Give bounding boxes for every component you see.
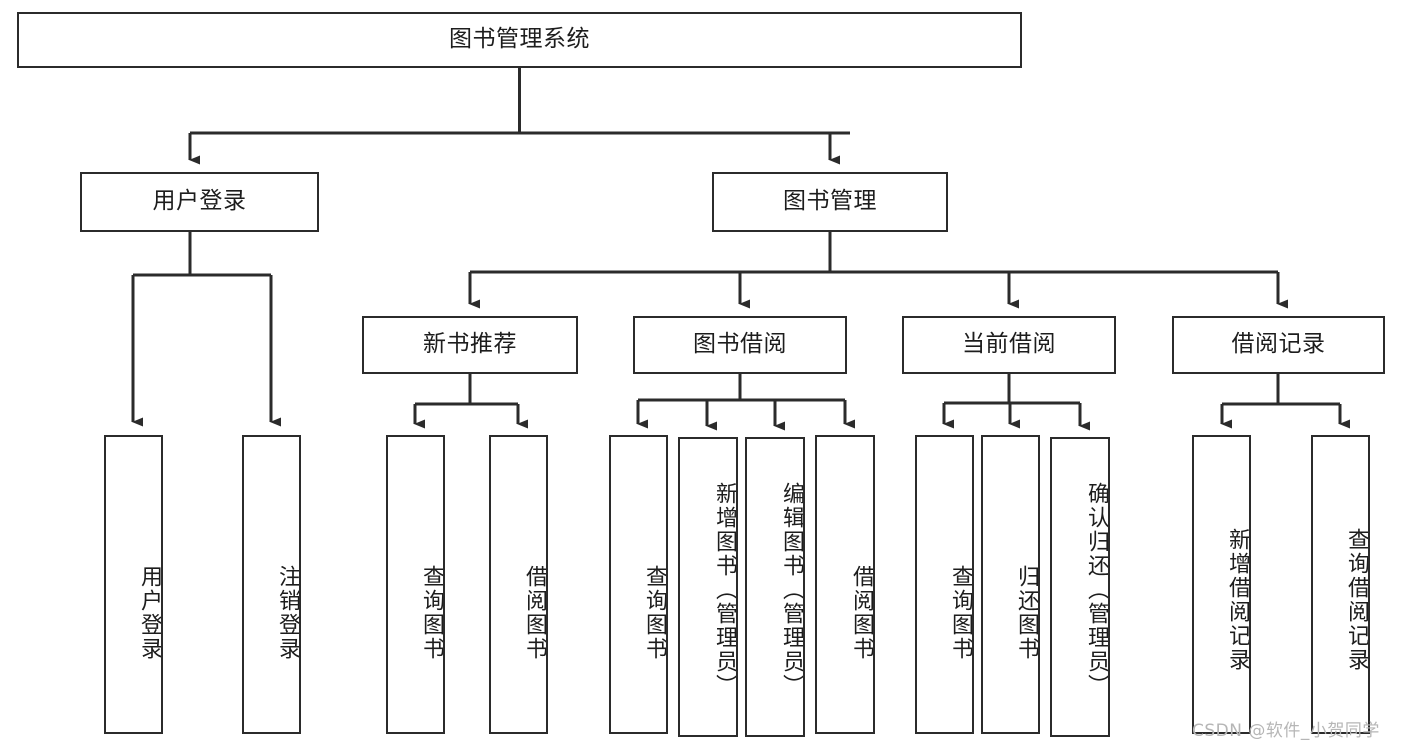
leaf-add-borrow-record[interactable]: 新增借阅记录 [1192,435,1251,734]
node-book-management[interactable]: 图书管理 [712,172,948,232]
leaf-logout-login[interactable]: 注销登录 [242,435,301,734]
leaf-borrow-book[interactable]: 借阅图书 [815,435,875,734]
leaf-return-book[interactable]: 归还图书 [981,435,1040,734]
node-book-borrow[interactable]: 图书借阅 [633,316,847,374]
node-user-login[interactable]: 用户登录 [80,172,319,232]
node-root-system[interactable]: 图书管理系统 [17,12,1022,68]
leaf-query-book-borrow[interactable]: 查询图书 [609,435,668,734]
leaf-query-book-current[interactable]: 查询图书 [915,435,974,734]
node-current-borrow[interactable]: 当前借阅 [902,316,1116,374]
node-borrow-records[interactable]: 借阅记录 [1172,316,1385,374]
leaf-borrow-book-newbook[interactable]: 借阅图书 [489,435,548,734]
leaf-query-borrow-record[interactable]: 查询借阅记录 [1311,435,1370,734]
node-new-book-recommend[interactable]: 新书推荐 [362,316,578,374]
leaf-user-login[interactable]: 用户登录 [104,435,163,734]
leaf-add-book-admin[interactable]: 新增图书（管理员） [678,437,738,737]
csdn-watermark: CSDN @软件_小贺同学 [1192,721,1380,741]
leaf-query-book-newbook[interactable]: 查询图书 [386,435,445,734]
leaf-confirm-return-admin[interactable]: 确认归还（管理员） [1050,437,1110,737]
leaf-edit-book-admin[interactable]: 编辑图书（管理员） [745,437,805,737]
